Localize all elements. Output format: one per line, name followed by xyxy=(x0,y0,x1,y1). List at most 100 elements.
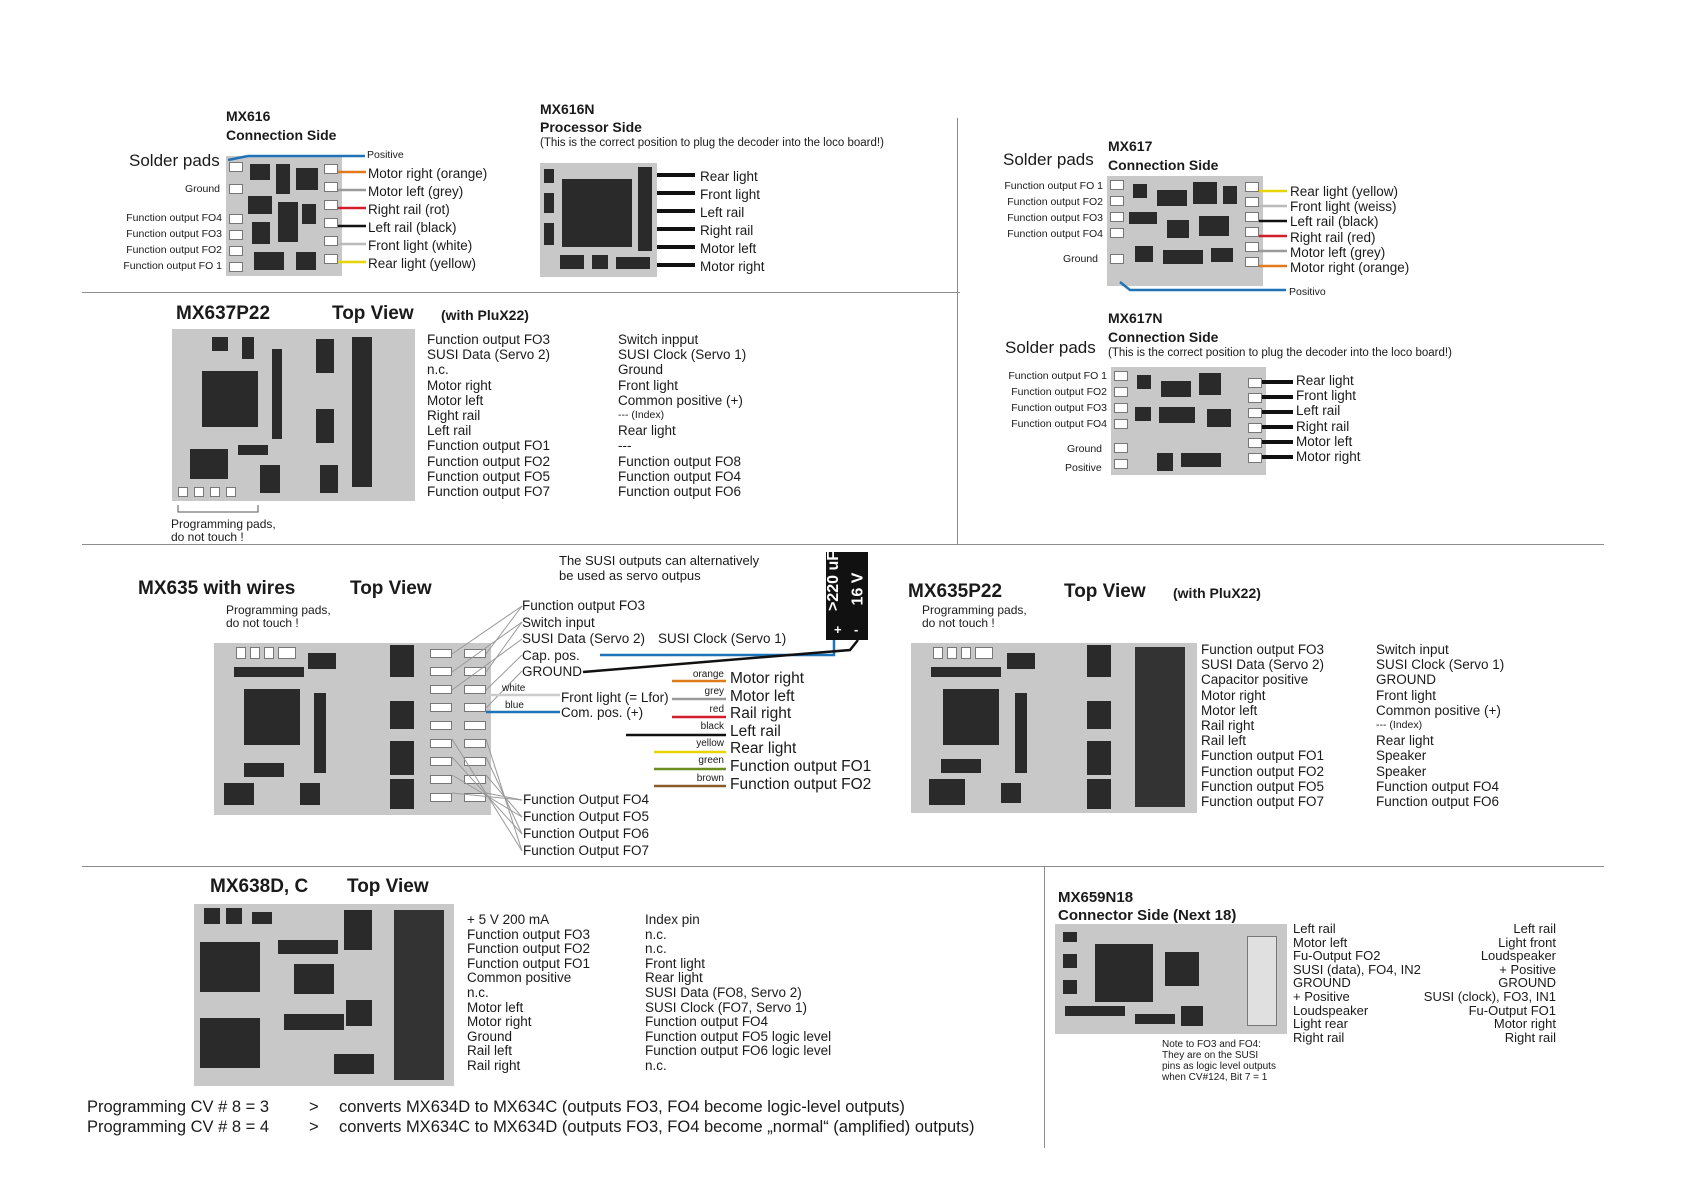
mx617n-left-2: Function output FO3 xyxy=(1011,402,1107,414)
mx635w-wire-label: Motor right xyxy=(730,670,805,687)
mx616n-right-1: Front light xyxy=(700,187,761,202)
mx617-subtitle: Connection Side xyxy=(1108,157,1219,173)
mx635p-pin: Speaker xyxy=(1376,748,1427,764)
mx635p-title: MX635P22 xyxy=(908,581,1003,602)
mx616n-subtitle: Processor Side xyxy=(540,119,642,135)
mx616-right-0: Motor right (orange) xyxy=(368,166,488,181)
mx659-pin: Motor left xyxy=(1293,934,1348,950)
mx616n-board xyxy=(540,163,657,277)
cv-row-2: Programming CV # 8 = 4 > converts MX634C… xyxy=(87,1118,975,1137)
mx617-right-4: Motor left (grey) xyxy=(1290,244,1386,260)
mx616-solder-label: Solder pads xyxy=(129,151,220,170)
mx659-pin: Fu-Output FO2 xyxy=(1293,948,1381,964)
cv-row-2-desc: converts MX634C to MX634D (outputs FO3, … xyxy=(339,1118,975,1136)
mx616-right-1: Motor left (grey) xyxy=(368,184,464,199)
separator-bottom xyxy=(82,866,1604,867)
mx617-ground-label: Ground xyxy=(1063,253,1099,265)
mx635w-wire-color: black xyxy=(700,720,724,732)
mx635w-view: Top View xyxy=(350,578,432,599)
mx637-pin: Motor left xyxy=(427,392,484,408)
mx617-right-2: Left rail (black) xyxy=(1290,214,1379,230)
mx635p-pin: GROUND xyxy=(1376,672,1436,688)
mx635p-pin: Function output FO4 xyxy=(1376,778,1500,794)
mx659-pin: SUSI (data), FO4, IN2 xyxy=(1293,961,1421,977)
mx616n-right-list: Rear light Front light Left rail Right r… xyxy=(700,168,765,276)
mx617-right-5: Motor right (orange) xyxy=(1290,260,1410,276)
mx638-pin: Rear light xyxy=(645,970,703,986)
mx635p-pin: SUSI Clock (Servo 1) xyxy=(1376,657,1505,673)
mx638-pin: n.c. xyxy=(645,926,667,942)
mx617-left-0: Function output FO 1 xyxy=(1004,180,1103,192)
separator-vertical-top xyxy=(957,118,958,544)
mx617n-board xyxy=(1111,367,1266,475)
mx638-pin: Motor right xyxy=(467,1014,532,1030)
mx635w-bottom-list: Function Output FO4 Function Output FO5 … xyxy=(523,791,649,859)
mx659-subtitle: Connector Side (Next 18) xyxy=(1058,907,1237,924)
mx637-pin: SUSI Clock (Servo 1) xyxy=(618,347,747,363)
mx659-note-line: Note to FO3 and FO4: xyxy=(1162,1039,1261,1050)
mx617n-left-0: Function output FO 1 xyxy=(1008,370,1107,382)
mx635w-wire-color: green xyxy=(698,755,724,767)
mx635p-col2: Switch input SUSI Clock (Servo 1) GROUND… xyxy=(1376,642,1504,809)
mx637-prog-bracket xyxy=(177,505,259,513)
mx617n-title: MX617N xyxy=(1108,310,1163,326)
mx635p-pin: SUSI Data (Servo 2) xyxy=(1201,657,1325,673)
mx635w-wire-label: Rail right xyxy=(730,705,792,723)
mx635p-prog-2: do not touch ! xyxy=(922,616,995,630)
mx635w-pin: Function output FO3 xyxy=(522,598,646,613)
mx635w-board xyxy=(214,643,491,815)
mx616n-right-0: Rear light xyxy=(700,169,758,184)
mx635w-pin: SUSI Data (Servo 2) xyxy=(522,631,646,647)
mx617-right-1: Front light (weiss) xyxy=(1290,199,1397,215)
mx637-pin: Motor right xyxy=(427,377,492,393)
mx637-prog-1: Programming pads, xyxy=(171,517,276,531)
mx635p-pin: Speaker xyxy=(1376,763,1427,779)
mx617n-subtitle: Connection Side xyxy=(1108,329,1219,345)
mx637-prog-note: Programming pads, do not touch ! xyxy=(171,518,276,544)
mx635p-pin: --- (Index) xyxy=(1376,719,1423,732)
mx635w-wire-color: brown xyxy=(696,772,724,784)
mx659-pin: GROUND xyxy=(1293,975,1351,991)
mx638-col1: + 5 V 200 mA Function output FO3 Functio… xyxy=(467,912,591,1074)
mx635w-pin: Switch input xyxy=(522,614,595,630)
mx637-pin: Function output FO2 xyxy=(427,453,551,469)
mx635w-pin: Function Output FO5 xyxy=(523,809,650,824)
mx635w-front-light: Front light (= Lfor) xyxy=(561,690,669,705)
mx616-right-4: Front light (white) xyxy=(368,238,473,253)
mx635w-wire-label: Rear light xyxy=(730,740,797,758)
mx659-pin: Loudspeaker xyxy=(1293,1002,1369,1018)
mx617-solder-label: Solder pads xyxy=(1003,150,1094,169)
mx616-wires xyxy=(227,154,366,264)
mx659-board xyxy=(1055,924,1287,1034)
mx617n-left-3: Function output FO4 xyxy=(1011,418,1107,430)
cv-row-1: Programming CV # 8 = 3 > converts MX634D… xyxy=(87,1098,905,1117)
mx617-right-0: Rear light (yellow) xyxy=(1290,184,1399,199)
mx617n-right-list: Rear light Front light Left rail Right r… xyxy=(1296,373,1361,464)
mx617n-right-0: Rear light xyxy=(1296,373,1354,388)
mx635w-susi-clock: SUSI Clock (Servo 1) xyxy=(658,631,787,646)
mx637-plux: (with PluX22) xyxy=(441,307,529,323)
mx638-pin: Rail left xyxy=(467,1043,513,1059)
mx637-pin: --- xyxy=(618,438,632,454)
mx616-right-5: Rear light (yellow) xyxy=(368,256,477,271)
mx635p-pin: Function output FO2 xyxy=(1201,763,1325,779)
mx616-subtitle: Connection Side xyxy=(226,127,337,143)
mx659-pin: Right rail xyxy=(1504,1029,1556,1045)
mx659-pin: + Positive xyxy=(1499,961,1556,977)
separator-middle xyxy=(82,544,1604,545)
mx635w-pin: Function Output FO4 xyxy=(523,792,650,807)
mx638-pin: Function output FO2 xyxy=(467,941,591,957)
mx617-title: MX617 xyxy=(1108,138,1153,154)
mx635w-title: MX635 with wires xyxy=(138,578,296,599)
mx638-pin: n.c. xyxy=(645,1057,667,1073)
mx635p-pin: Common positive (+) xyxy=(1376,702,1501,718)
capacitor-plus: + xyxy=(834,622,842,637)
mx635p-pin: Function output FO5 xyxy=(1201,778,1325,794)
mx635p-pin: Switch input xyxy=(1376,642,1449,657)
mx638-col2: Index pin n.c. n.c. Front light Rear lig… xyxy=(645,912,831,1074)
mx617-left-2: Function output FO3 xyxy=(1007,212,1103,224)
mx635w-wire-label: Left rail xyxy=(730,722,781,740)
mx638-pin: Rail right xyxy=(467,1057,521,1073)
mx617-right-3: Right rail (red) xyxy=(1290,229,1376,245)
